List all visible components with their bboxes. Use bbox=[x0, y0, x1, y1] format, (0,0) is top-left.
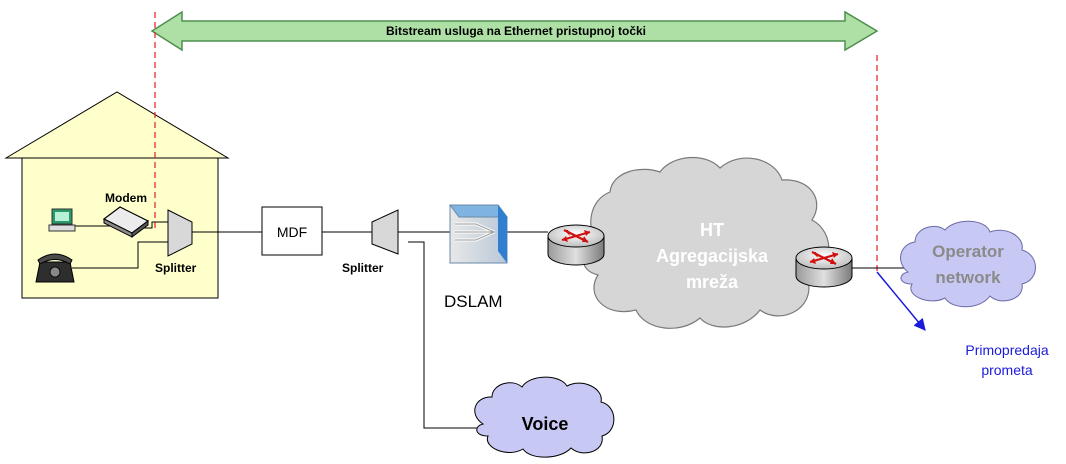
voice-cloud: Voice bbox=[474, 376, 615, 458]
voice-label: Voice bbox=[522, 414, 569, 434]
ht-cloud-line2: Agregacijska bbox=[656, 246, 769, 266]
exchange-splitter-icon bbox=[371, 209, 399, 255]
modem-icon bbox=[102, 206, 150, 238]
mdf-box: MDF bbox=[261, 206, 323, 256]
handover-line2: prometa bbox=[981, 362, 1033, 378]
phone-icon bbox=[35, 253, 75, 283]
house-splitter-label: Splitter bbox=[155, 261, 197, 275]
exchange-splitter-label: Splitter bbox=[342, 261, 384, 275]
bitstream-banner-arrow: Bitstream usluga na Ethernet pristupnoj … bbox=[150, 10, 879, 52]
computer-icon bbox=[48, 208, 76, 232]
mdf-label: MDF bbox=[277, 224, 307, 240]
operator-network-cloud: Operator network bbox=[900, 220, 1036, 308]
router-left-icon bbox=[547, 224, 605, 266]
operator-cloud-line1: Operator bbox=[932, 242, 1004, 261]
ht-cloud-line3: mreža bbox=[686, 272, 739, 292]
ht-aggregation-cloud: HT Agregacijska mreža bbox=[583, 156, 830, 329]
ht-cloud-line1: HT bbox=[700, 220, 724, 240]
handover-arrow bbox=[876, 271, 926, 331]
handover-line1: Primopredaja bbox=[965, 342, 1048, 358]
modem-label: Modem bbox=[105, 191, 147, 205]
dslam-label: DSLAM bbox=[444, 292, 503, 311]
banner-label: Bitstream usluga na Ethernet pristupnoj … bbox=[386, 24, 646, 38]
dslam-icon bbox=[449, 204, 508, 264]
house-splitter-icon bbox=[167, 209, 193, 257]
operator-cloud-line2: network bbox=[935, 268, 1001, 287]
router-right-icon bbox=[795, 246, 853, 288]
